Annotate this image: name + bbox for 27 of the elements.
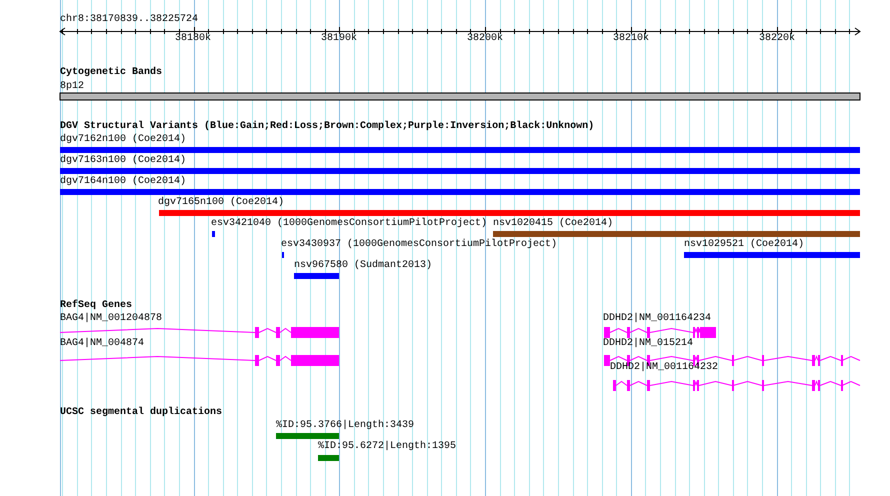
feature-label: DDHD2|NM_001164232: [610, 362, 718, 373]
band-label: 8p12: [60, 81, 84, 92]
coordinate-label: chr8:38170839..38225724: [60, 14, 198, 25]
feature-label: nsv1020415 (Coe2014): [493, 218, 614, 229]
tick-label: 38200k: [467, 33, 504, 44]
feature-label: esv3430937 (1000GenomesConsortiumPilotProject): [281, 239, 558, 250]
track-title: UCSC segmental duplications: [60, 407, 222, 418]
track-title: DGV Structural Variants (Blue:Gain;Red:Loss;Brown:Complex;Purple:Inversion;Black:Unknown): [60, 121, 594, 132]
track-title: Cytogenetic Bands: [60, 67, 162, 78]
feature-label: BAG4|NM_001204878: [60, 313, 162, 324]
feature-label: dgv7165n100 (Coe2014): [158, 197, 284, 208]
feature-label: esv3421040 (1000GenomesConsortiumPilotProject): [211, 218, 488, 229]
feature-label: dgv7162n100 (Coe2014): [60, 134, 186, 145]
feature-label: dgv7163n100 (Coe2014): [60, 155, 186, 166]
tick-label: 38210k: [613, 33, 650, 44]
feature-label: DDHD2|NM_015214: [603, 338, 694, 349]
tick-label: 38190k: [321, 33, 358, 44]
tick-label: 38180k: [175, 33, 212, 44]
track-title: RefSeq Genes: [60, 300, 132, 311]
feature-label: dgv7164n100 (Coe2014): [60, 176, 186, 187]
feature-label: DDHD2|NM_001164234: [603, 313, 712, 324]
feature-label: nsv1029521 (Coe2014): [684, 239, 804, 250]
feature-label: %ID:95.6272|Length:1395: [318, 441, 456, 452]
feature-label: BAG4|NM_004874: [60, 338, 144, 349]
feature-label: %ID:95.3766|Length:3439: [276, 420, 414, 431]
tick-label: 38220k: [759, 33, 796, 44]
feature-label: nsv967580 (Sudmant2013): [294, 260, 432, 271]
